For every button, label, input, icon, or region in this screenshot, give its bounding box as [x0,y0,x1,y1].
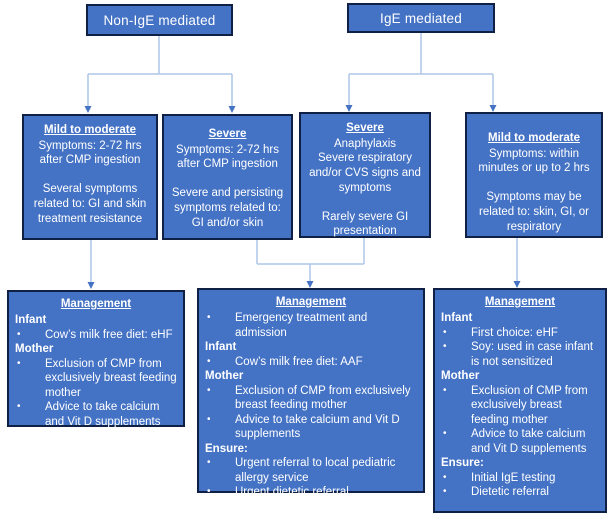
arrowhead-icon [87,282,95,289]
box-text: Several symptoms related to: GI and skin… [33,183,147,225]
bullet-icon: • [207,355,211,367]
box-text: Rarely severe GI presentation [321,210,409,238]
bullet-icon: • [443,428,447,440]
non-ige-mild-moderate-box: Mild to moderate Symptoms: 2-72 hrs afte… [22,114,158,240]
arrowhead-icon [306,281,314,288]
management-bullet: • Dietetic referral [443,486,549,499]
arrowhead-icon [489,105,497,112]
management-bullet: • Cow’s milk free diet: eHF [17,328,173,341]
management-heading: Mother [441,370,480,383]
severe-merge-line [256,238,365,282]
ige-mediated-box: IgE mediated [347,3,495,33]
management-heading: Ensure: [441,457,484,470]
non-ige-severe-box: Severe Symptoms: 2-72 hrs after CMP inge… [162,114,293,240]
non-ige-mediated-label: Non-IgE mediated [103,12,216,28]
bullet-icon: • [443,471,447,483]
box-title: Mild to moderate [43,124,136,136]
management-ige-mild-box: Management Infant • First choice: eHF • … [433,288,607,513]
management-heading: Mother [15,343,54,356]
bullet-icon: • [17,328,21,340]
management-bullet: • Advice to take calcium and Vit D suppl… [207,413,400,441]
box-text: Symptoms: 2-72 hrs after CMP ingestion [38,139,142,167]
box-text: Symptoms: 2-72 hrs after CMP ingestion [176,143,279,171]
box-text: Severe and persisting symptoms related t… [171,187,284,229]
management-bullet: • Emergency treatment and admission [207,312,368,339]
bullet-icon: • [207,486,211,498]
management-heading: Infant [441,312,473,325]
management-title: Management [275,296,347,308]
management-non-ige-mild-box: Management Infant • Cow’s milk free diet… [7,290,185,428]
ige-mild-moderate-box: Mild to moderate Symptoms: within minute… [465,112,603,238]
bullet-icon: • [17,401,21,413]
management-bullet: • Urgent referral to local pediatric all… [207,457,396,484]
box-title: Severe [208,128,247,140]
arrowhead-icon [228,106,236,113]
ige-severe-box: Severe Anaphylaxis Severe respiratory an… [299,112,431,238]
management-bullet: • Exclusion of CMP from exclusively brea… [17,357,177,399]
box-text: Symptoms: within minutes or up to 2 hrs [478,147,590,175]
management-bullet: • Advice to take calcium and Vit D suppl… [443,428,587,455]
bullet-icon: • [443,384,447,396]
ige-mediated-label: IgE mediated [380,10,462,26]
box-text: Symptoms may be related to: skin, GI, or… [479,191,589,233]
non-ige-mediated-box: Non-IgE mediated [86,4,233,36]
management-bullet: • Advice to take calcium and Vit D suppl… [17,401,161,428]
management-heading: Infant [205,341,237,354]
management-bullet: • Soy: used in case infant is not sensit… [443,341,594,368]
bullet-icon: • [17,357,21,369]
non-ige-split-line [87,36,233,107]
box-text: Severe respiratory and/or CVS signs and … [309,152,421,194]
management-title: Management [484,296,556,308]
management-bullet: • Exclusion of CMP from exclusively brea… [207,384,411,412]
arrowhead-icon [345,105,353,112]
management-severe-box: Management • Emergency treatment and adm… [197,288,425,498]
bullet-icon: • [443,486,447,498]
management-bullet: • Exclusion of CMP from exclusively brea… [443,384,588,426]
management-title: Management [60,298,132,310]
management-bullet: • Urgent dietetic referral [207,486,349,499]
box-title: Mild to moderate [487,132,580,144]
bullet-icon: • [207,457,211,469]
bullet-icon: • [443,341,447,353]
ige-split-line [348,33,494,106]
bullet-icon: • [207,312,211,324]
bullet-icon: • [207,384,211,396]
bullet-icon: • [443,326,447,338]
box-title: Severe [346,122,384,134]
box-text: Anaphylaxis [333,137,396,150]
arrowhead-icon [513,281,521,288]
management-bullet: • First choice: eHF [443,326,558,339]
management-heading: Infant [15,314,47,327]
management-bullet: • Initial IgE testing [443,471,556,484]
bullet-icon: • [207,413,211,425]
management-heading: Ensure: [205,442,248,455]
arrowhead-icon [84,106,92,113]
management-heading: Mother [205,370,244,383]
management-bullet: • Cow’s milk free diet: AAF [207,355,363,368]
